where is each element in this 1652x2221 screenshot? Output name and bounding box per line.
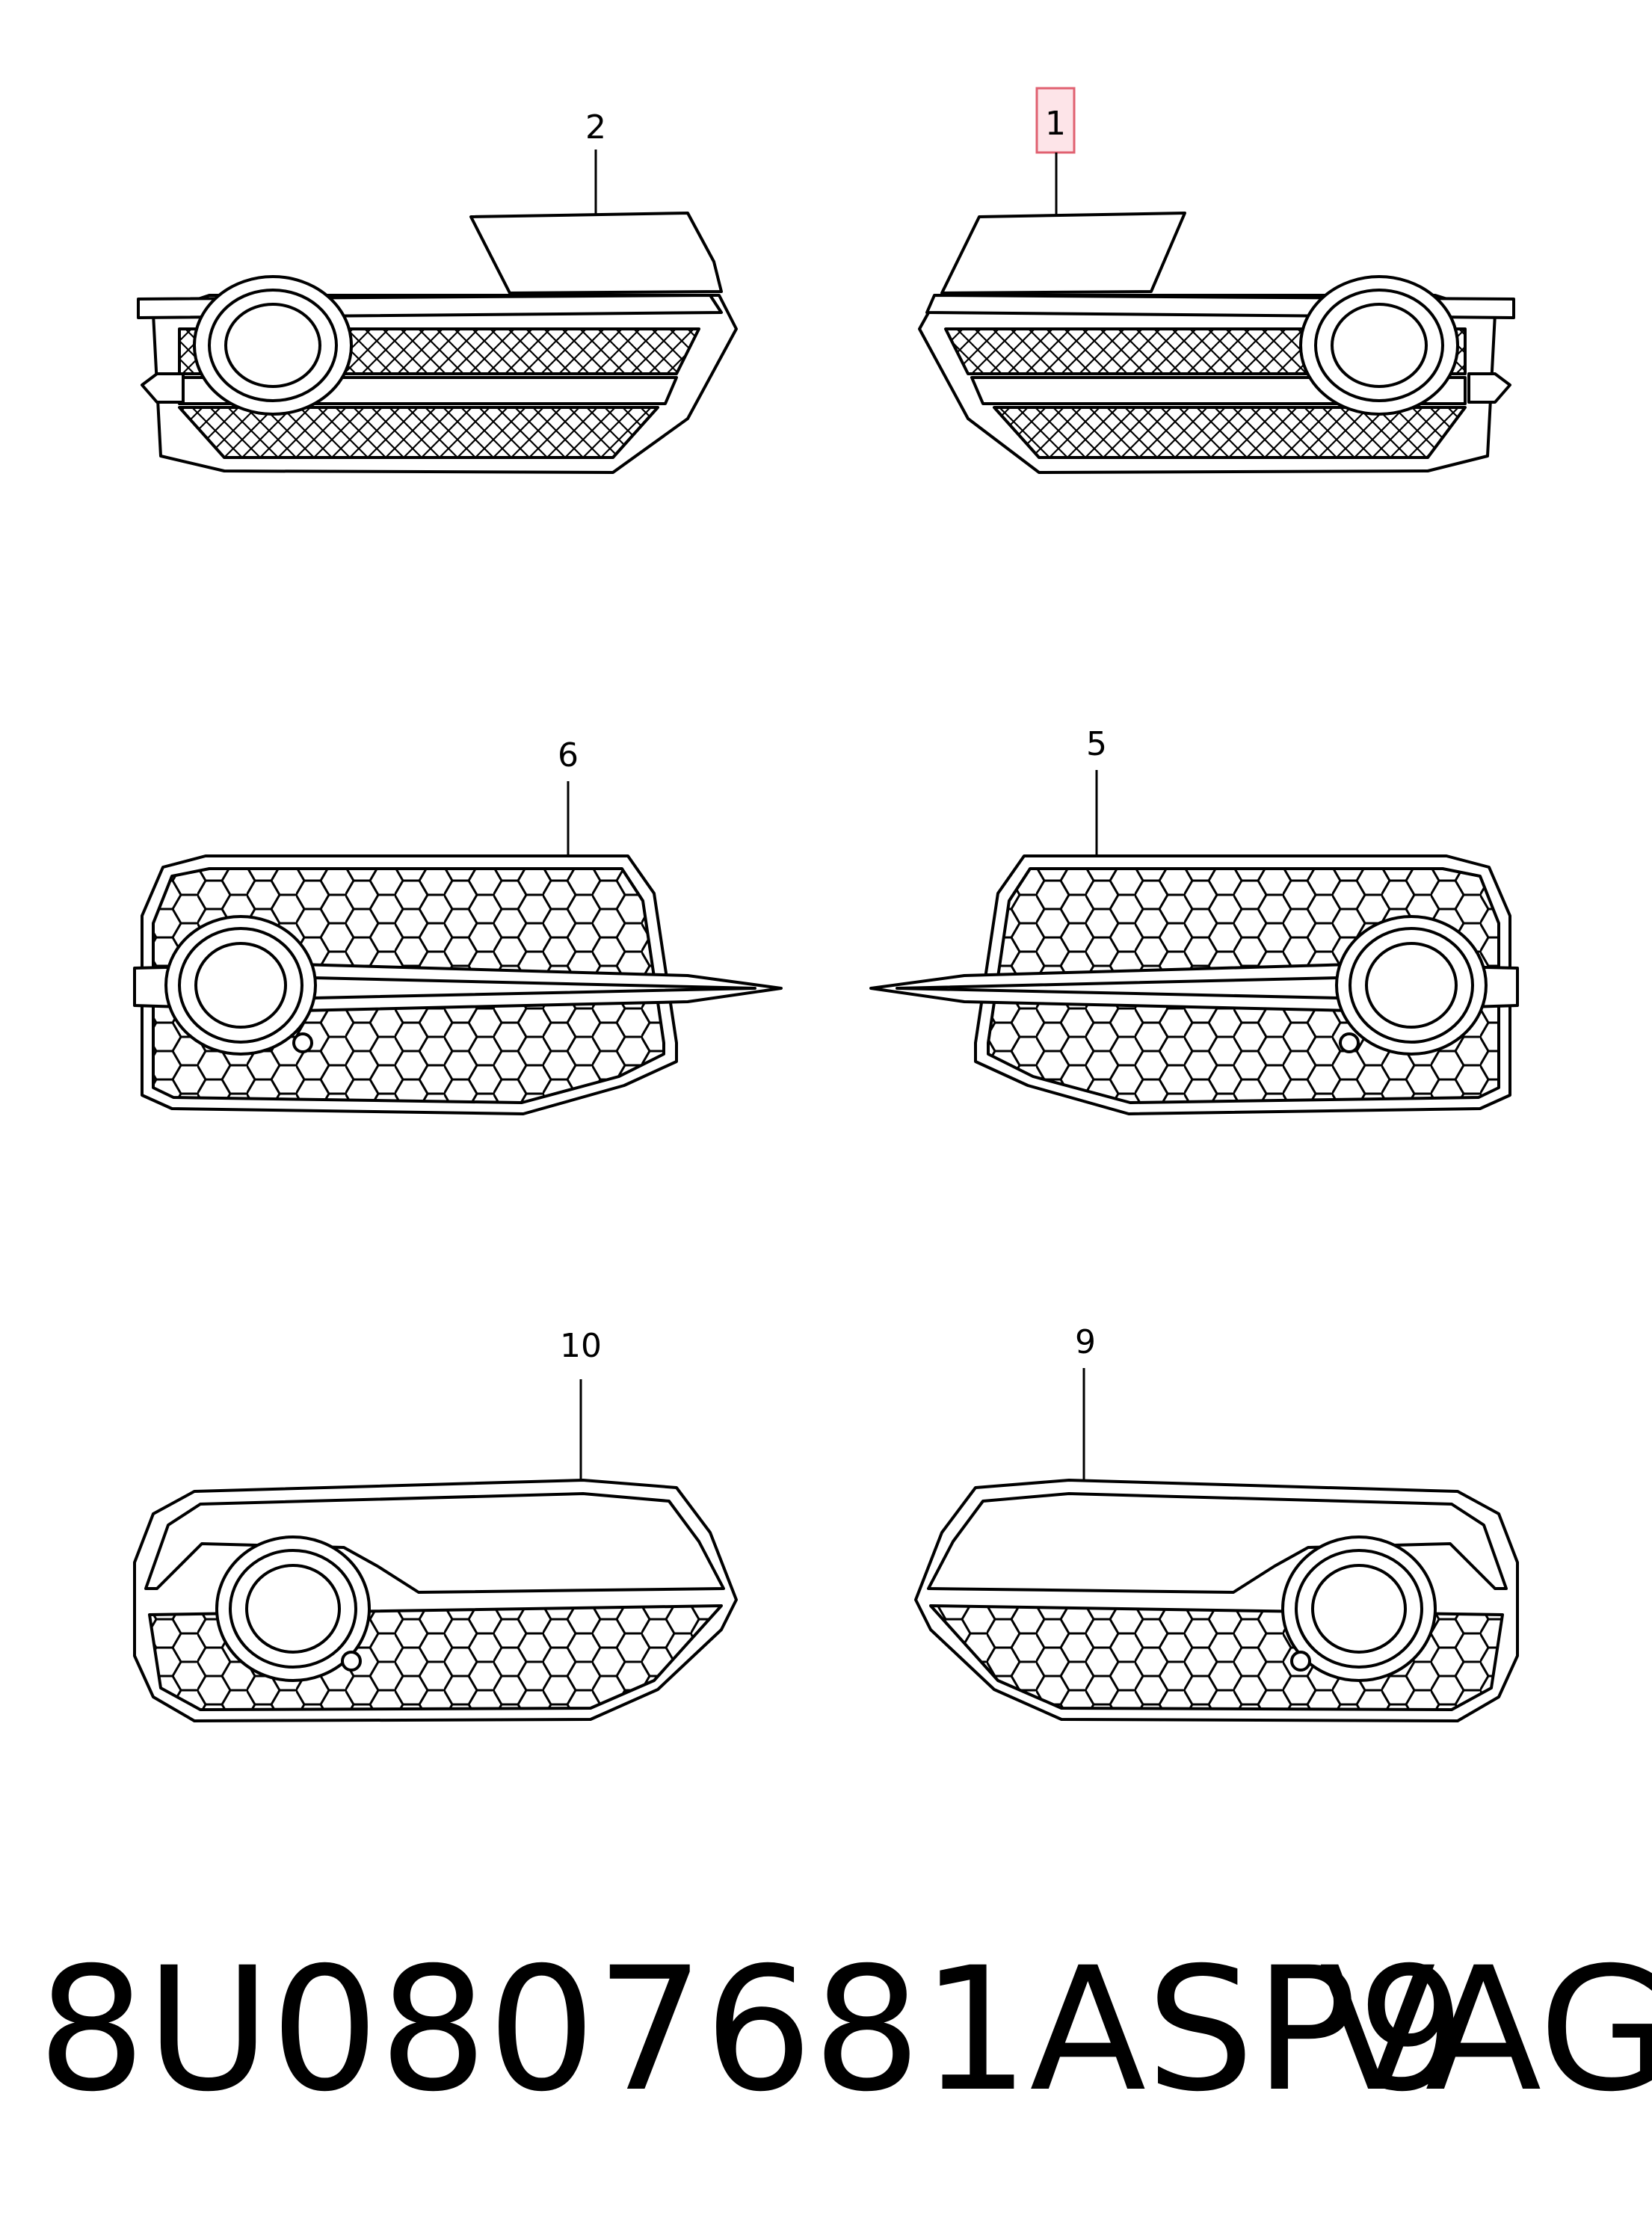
grille-part-2 [137,212,738,474]
grille-part-5 [869,854,1519,1115]
grille-part-10 [133,1479,738,1722]
callout-6: 6 [558,736,579,856]
grille-part-1 [918,212,1515,474]
grille-part-9 [914,1479,1519,1722]
callout-10: 10 [560,1327,602,1482]
part-number-label: 8U0807681ASP9 [37,1930,1466,2129]
callout-highlight-box [1035,87,1076,154]
callout-5: 5 [1086,725,1107,856]
callout-label-1: 1 [1045,105,1066,143]
callout-label-5: 5 [1086,725,1107,763]
callout-label-6: 6 [558,736,579,774]
callout-2: 2 [585,108,606,215]
parts-diagram: 2 1 6 5 10 9 [133,87,1519,1722]
caption: 8U0807681ASP9 VAG [37,1917,1652,2142]
callout-label-2: 2 [585,108,606,147]
callout-9: 9 [1075,1323,1096,1482]
grille-part-6 [133,854,783,1115]
callout-label-10: 10 [560,1327,602,1365]
callout-1: 1 [1035,87,1076,215]
callout-label-9: 9 [1075,1323,1096,1361]
brand-label: VAG [1319,1930,1652,2129]
